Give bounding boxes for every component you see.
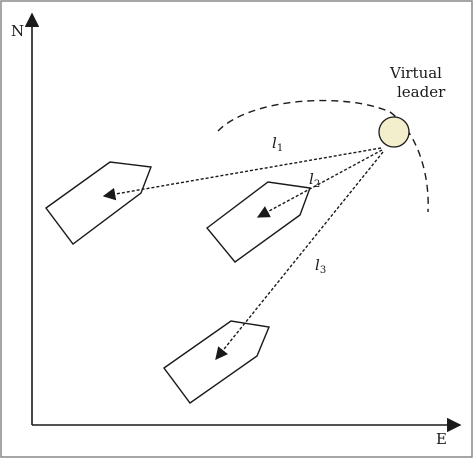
link-2-symbol: l xyxy=(309,170,314,188)
ship-2 xyxy=(205,181,311,263)
link-3 xyxy=(215,151,384,360)
leader-range-arc xyxy=(217,99,429,213)
link-2-index: 2 xyxy=(314,179,320,190)
link-1 xyxy=(102,147,382,201)
ship-3 xyxy=(163,320,270,404)
link-2 xyxy=(256,149,383,218)
link-3-symbol: l xyxy=(315,256,320,274)
link-3-index: 3 xyxy=(320,265,326,276)
link-1-index: 1 xyxy=(277,143,283,154)
ship-1 xyxy=(45,161,152,245)
link-1-symbol: l xyxy=(272,134,277,152)
leader-label-line1: Virtual xyxy=(389,64,442,82)
link-2-label: l2 xyxy=(309,170,320,190)
link-1-label: l1 xyxy=(272,134,283,154)
north-axis-label: N xyxy=(11,22,24,40)
east-axis-label: E xyxy=(436,430,447,448)
leader-label-line2: leader xyxy=(397,83,446,101)
link-3-label: l3 xyxy=(315,256,326,276)
virtual-leader-node xyxy=(378,116,410,148)
